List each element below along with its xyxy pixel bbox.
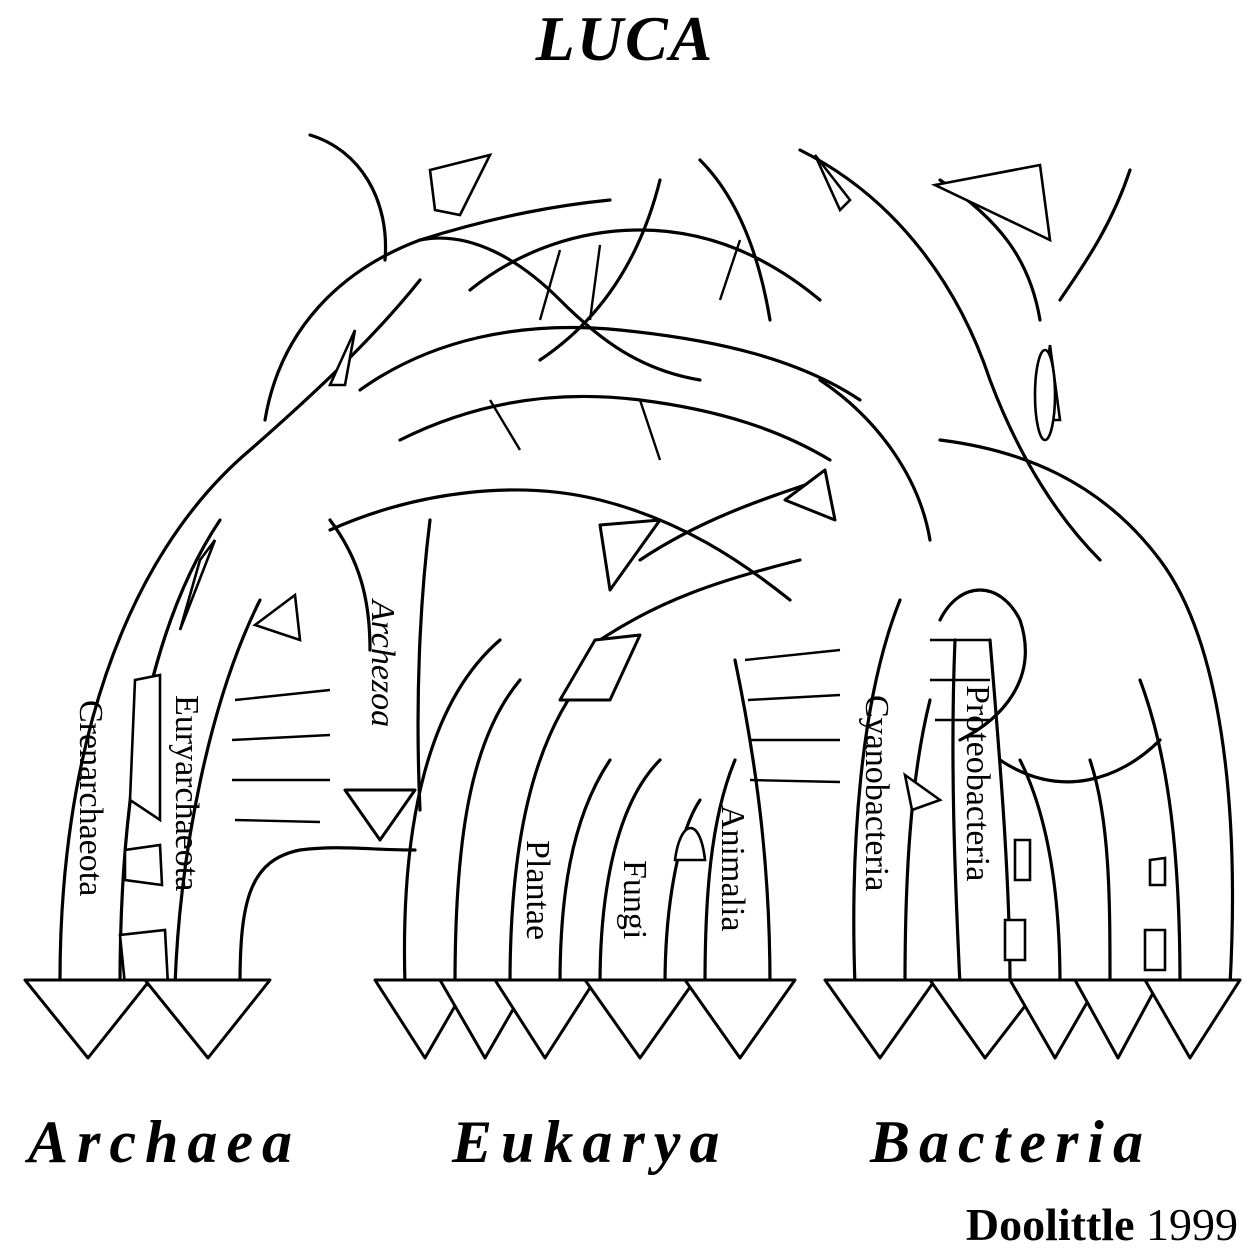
- central-tangle-2: [400, 396, 830, 460]
- gap-shape: [935, 165, 1050, 240]
- arrowhead-euryarchaeota: [145, 980, 270, 1058]
- archezoa-branch-right: [418, 520, 430, 810]
- central-tangle-3: [420, 238, 700, 380]
- arrowhead-bacteria-4: [1075, 980, 1160, 1058]
- transfer-arrow-head: [785, 470, 835, 520]
- label-euryarchaeota: Euryarchaeota: [168, 695, 205, 891]
- gap-shape: [255, 595, 300, 640]
- label-archezoa: Archezoa: [364, 598, 401, 727]
- credit-author: Doolittle: [966, 1199, 1135, 1250]
- domain-label-archaea: Archaea: [28, 1108, 301, 1177]
- bacteria-top-arch-3: [1060, 170, 1130, 300]
- archezoa-branch-left: [330, 520, 370, 650]
- gap-shape: [1015, 840, 1030, 880]
- central-tangle-8: [640, 480, 820, 560]
- plantae-branch-right: [560, 760, 610, 985]
- gap-shape: [430, 155, 490, 215]
- bacteria-inner-arch: [820, 380, 930, 540]
- gap-shape: [1035, 350, 1055, 440]
- gap-shape: [125, 845, 162, 885]
- cyanobacteria-branch-right: [905, 700, 930, 985]
- transfer-arrow-head: [560, 635, 640, 700]
- label-crenarchaeota: Crenarchaeota: [72, 700, 109, 896]
- gap-shape: [330, 330, 355, 385]
- gap-shape: [130, 675, 160, 820]
- transfer-arrow-head: [345, 790, 415, 840]
- lineage-labels: Crenarchaeota Euryarchaeota Archezoa Pla…: [72, 598, 996, 940]
- arrowhead-crenarchaeota: [25, 980, 150, 1058]
- arrowhead-bacteria-5: [1145, 980, 1240, 1058]
- tree-branches: [60, 135, 1232, 985]
- arrowhead-animalia: [685, 980, 795, 1058]
- central-tangle-9: [600, 560, 800, 640]
- transfer-arrow-head: [600, 520, 660, 590]
- label-animalia: Animalia: [714, 805, 751, 932]
- gap-shape: [815, 155, 850, 210]
- central-tangle-1: [360, 328, 860, 401]
- label-proteobacteria: Proteobacteria: [959, 685, 996, 881]
- bacteria-branch-5: [1090, 760, 1110, 985]
- central-tangle-4: [470, 230, 820, 300]
- terminal-arrowheads: [25, 980, 1240, 1058]
- label-plantae: Plantae: [519, 840, 556, 940]
- arrowhead-cyanobacteria: [825, 980, 935, 1058]
- gap-shape: [1145, 930, 1165, 970]
- label-cyanobacteria: Cyanobacteria: [858, 695, 895, 891]
- arrowhead-fungi: [585, 980, 695, 1058]
- fungi-branch-right: [665, 800, 700, 985]
- proteobacteria-branch-left: [953, 640, 960, 985]
- gap-shape: [1150, 858, 1165, 885]
- archaea-top-arch-inner: [310, 135, 386, 260]
- gap-shape: [1005, 920, 1025, 960]
- credit-year: 1999: [1146, 1199, 1238, 1250]
- gap-shape: [905, 775, 940, 810]
- domain-label-bacteria: Bacteria: [870, 1108, 1152, 1177]
- bacteria-loop-2: [1000, 740, 1160, 782]
- domain-label-eukarya: Eukarya: [452, 1108, 728, 1177]
- archaea-top-arch: [265, 200, 610, 420]
- euryarchaeota-branch-right: [240, 848, 415, 985]
- bacteria-top-arch: [800, 150, 1100, 560]
- gap-shape: [675, 828, 705, 860]
- arrowhead-plantae: [495, 980, 595, 1058]
- figure-credit: Doolittle 1999: [966, 1198, 1238, 1251]
- label-fungi: Fungi: [616, 860, 653, 939]
- gap-shape: [120, 930, 168, 985]
